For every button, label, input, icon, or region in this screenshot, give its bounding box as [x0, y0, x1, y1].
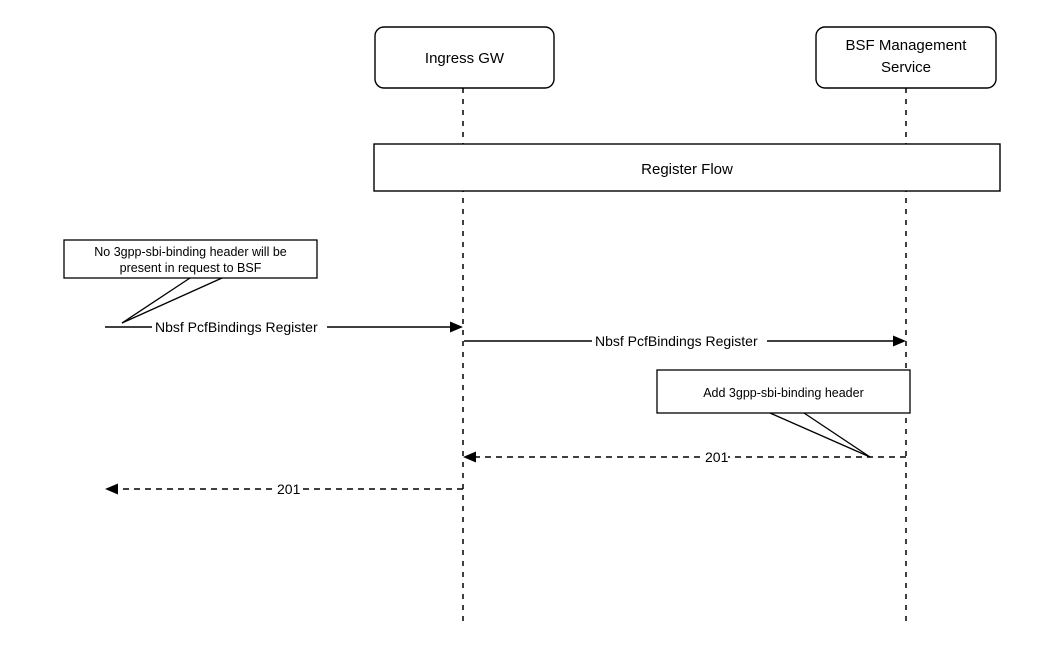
note-tail-line-b	[121, 277, 223, 324]
arrowhead-left	[105, 483, 118, 495]
message-label-nbsf-register-2: Nbsf PcfBindings Register	[595, 333, 758, 349]
arrowhead-right	[893, 335, 906, 347]
message-nbsf-pcfbindings-register-forward: Nbsf PcfBindings Register	[464, 333, 906, 349]
arrowhead-left	[463, 451, 476, 463]
message-label-201-2: 201	[277, 481, 301, 497]
note-tail-line-a	[769, 412, 871, 458]
arrowhead-right	[450, 321, 463, 333]
message-label-201-1: 201	[705, 449, 729, 465]
note-text-line-1: No 3gpp-sbi-binding header will be	[94, 245, 287, 259]
participant-bsf-management-service[interactable]: BSF Management Service	[815, 26, 997, 89]
note-text-line-1: Add 3gpp-sbi-binding header	[703, 386, 864, 400]
note-no-binding-header: No 3gpp-sbi-binding header will be prese…	[63, 239, 318, 324]
note-tail-line-b	[803, 412, 871, 458]
note-box	[656, 369, 911, 414]
message-201-response-bsf-to-gw: 201	[463, 449, 906, 465]
participant-ingress-gw[interactable]: Ingress GW	[374, 26, 555, 89]
participant-label-ingress-gw: Ingress GW	[425, 50, 505, 67]
message-201-response-gw-to-client: 201	[105, 481, 463, 497]
participant-label-bsf-line-1: BSF Management	[846, 37, 968, 54]
frame-label-register-flow: Register Flow	[641, 161, 733, 178]
note-box	[63, 239, 318, 279]
frame-box	[373, 143, 1001, 192]
frame-register-flow: Register Flow	[373, 143, 1001, 192]
note-text-line-2: present in request to BSF	[120, 261, 262, 275]
message-label-nbsf-register-1: Nbsf PcfBindings Register	[155, 319, 318, 335]
message-nbsf-pcfbindings-register-inbound: Nbsf PcfBindings Register	[105, 319, 463, 335]
participant-box	[815, 26, 997, 89]
note-add-binding-header: Add 3gpp-sbi-binding header	[656, 369, 911, 458]
participant-box	[374, 26, 555, 89]
note-tail-line-a	[121, 277, 191, 324]
participant-label-bsf-line-2: Service	[881, 59, 931, 76]
